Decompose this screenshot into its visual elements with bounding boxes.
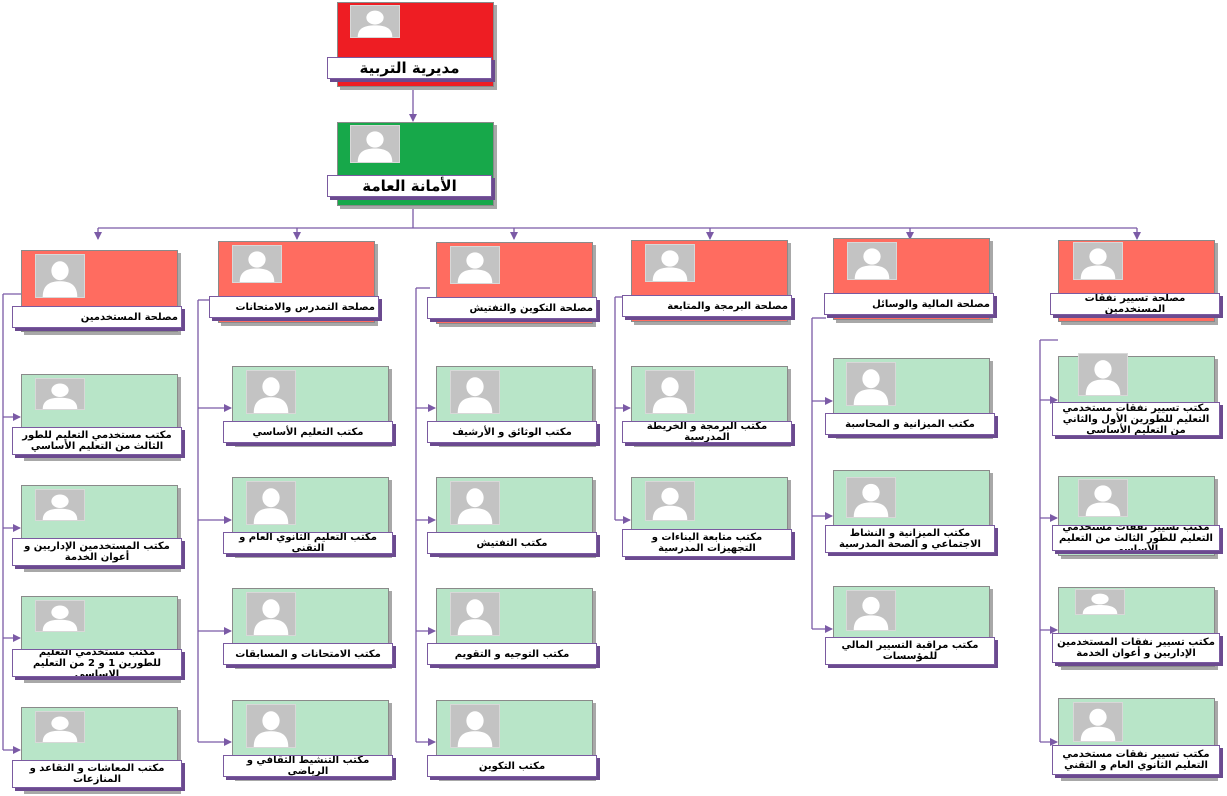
person-silhouette-icon bbox=[35, 254, 85, 298]
person-silhouette-icon bbox=[35, 711, 85, 743]
office-node[interactable]: مكتب تسيير نفقات المستخدمين الإداريين و … bbox=[1052, 587, 1220, 667]
person-silhouette-icon bbox=[450, 704, 500, 748]
office-node[interactable]: مكتب مستخدمي التعليم للطورين 1 و 2 من ال… bbox=[12, 596, 182, 680]
node-label: مكتب التعليم الأساسي bbox=[223, 421, 393, 443]
person-silhouette-icon bbox=[350, 125, 400, 163]
org-node-directorate[interactable]: مديرية التربية bbox=[327, 2, 494, 87]
person-silhouette-icon bbox=[232, 245, 282, 283]
department-node[interactable]: مصلحة المالية والوسائل bbox=[824, 238, 994, 320]
node-label: مكتب مستخدمي التعليم للطور الثالث من الت… bbox=[12, 427, 182, 455]
office-node[interactable]: مكتب تسيير نفقات مستخدمي التعليم للطور ا… bbox=[1052, 476, 1220, 556]
person-silhouette-icon bbox=[645, 481, 695, 521]
department-node[interactable]: مصلحة التمدرس والامتحانات bbox=[209, 241, 379, 323]
node-label: مكتب التفتيش bbox=[427, 532, 597, 554]
person-silhouette-icon bbox=[645, 370, 695, 414]
office-node[interactable]: مكتب مستخدمي التعليم للطور الثالث من الت… bbox=[12, 374, 182, 458]
office-node[interactable]: مكتب مراقبة التسيير المالي للمؤسسات bbox=[825, 586, 995, 665]
node-label: مكتب مراقبة التسيير المالي للمؤسسات bbox=[825, 637, 995, 665]
person-silhouette-icon bbox=[846, 362, 896, 406]
office-node[interactable]: مكتب المعاشات و التقاعد و المنازعات bbox=[12, 707, 182, 791]
node-label: مكتب التكوين bbox=[427, 755, 597, 777]
office-node[interactable]: مكتب التكوين bbox=[427, 700, 597, 778]
person-silhouette-icon bbox=[35, 378, 85, 410]
office-node[interactable]: مكتب المستخدمين الإداريين و أعوان الخدمة bbox=[12, 485, 182, 569]
node-label: مصلحة المستخدمين bbox=[12, 306, 182, 328]
node-label: مكتب مستخدمي التعليم للطورين 1 و 2 من ال… bbox=[12, 649, 182, 677]
node-label: مكتب المعاشات و التقاعد و المنازعات bbox=[12, 760, 182, 788]
node-label: مديرية التربية bbox=[327, 57, 492, 79]
office-node[interactable]: مكتب تسيير نفقات مستخدمي التعليم الثانوي… bbox=[1052, 698, 1220, 778]
department-node[interactable]: مصلحة البرمجة والمتابعة bbox=[622, 240, 792, 322]
person-silhouette-icon bbox=[1073, 242, 1123, 280]
person-silhouette-icon bbox=[450, 246, 500, 284]
person-silhouette-icon bbox=[246, 592, 296, 636]
office-node[interactable]: مكتب الميزانية و المحاسبة bbox=[825, 358, 995, 436]
person-silhouette-icon bbox=[1078, 479, 1128, 517]
node-label: مكتب تسيير نفقات المستخدمين الإداريين و … bbox=[1052, 633, 1220, 663]
node-label: مكتب تسيير نفقات مستخدمي التعليم الثانوي… bbox=[1052, 745, 1220, 775]
office-node[interactable]: مكتب الامتحانات و المسابقات bbox=[223, 588, 393, 666]
person-silhouette-icon bbox=[846, 590, 896, 631]
node-label: مصلحة تسيير نفقات المستخدمين bbox=[1050, 293, 1220, 315]
node-label: مكتب التنشيط الثقافي و الرياضي bbox=[223, 755, 393, 777]
person-silhouette-icon bbox=[1073, 702, 1123, 742]
office-node[interactable]: مكتب تسيير نفقات مستخدمي التعليم للطورين… bbox=[1052, 353, 1220, 436]
person-silhouette-icon bbox=[246, 704, 296, 748]
node-label: مكتب الامتحانات و المسابقات bbox=[223, 643, 393, 665]
node-label: مصلحة المالية والوسائل bbox=[824, 293, 994, 315]
person-silhouette-icon bbox=[450, 370, 500, 414]
office-node[interactable]: مكتب البرمجة و الخريطة المدرسية bbox=[622, 366, 792, 444]
department-node[interactable]: مصلحة التكوين والتفتيش bbox=[427, 242, 597, 324]
office-node[interactable]: مكتب التنشيط الثقافي و الرياضي bbox=[223, 700, 393, 778]
person-silhouette-icon bbox=[350, 5, 400, 38]
person-silhouette-icon bbox=[847, 242, 897, 280]
person-silhouette-icon bbox=[846, 477, 896, 518]
person-silhouette-icon bbox=[246, 481, 296, 525]
office-node[interactable]: مكتب الميزانية و النشاط الاجتماعي و الصح… bbox=[825, 470, 995, 553]
office-node[interactable]: مكتب التفتيش bbox=[427, 477, 597, 555]
person-silhouette-icon bbox=[1075, 589, 1125, 615]
person-silhouette-icon bbox=[35, 489, 85, 521]
person-silhouette-icon bbox=[450, 481, 500, 525]
office-node[interactable]: مكتب الوثائق و الأرشيف bbox=[427, 366, 597, 444]
person-silhouette-icon bbox=[450, 592, 500, 636]
person-silhouette-icon bbox=[246, 370, 296, 414]
node-label: مكتب التعليم الثانوي العام و التقني bbox=[223, 532, 393, 554]
department-node[interactable]: مصلحة تسيير نفقات المستخدمين bbox=[1050, 240, 1220, 322]
person-silhouette-icon bbox=[35, 600, 85, 632]
node-label: مكتب البرمجة و الخريطة المدرسية bbox=[622, 421, 792, 443]
office-node[interactable]: مكتب التعليم الثانوي العام و التقني bbox=[223, 477, 393, 555]
node-label: الأمانة العامة bbox=[327, 175, 492, 197]
node-label: مكتب تسيير نفقات مستخدمي التعليم للطور ا… bbox=[1052, 525, 1220, 551]
node-label: مكتب الميزانية و المحاسبة bbox=[825, 413, 995, 435]
node-label: مكتب تسيير نفقات مستخدمي التعليم للطورين… bbox=[1052, 402, 1220, 436]
node-label: مصلحة التمدرس والامتحانات bbox=[209, 296, 379, 318]
node-label: مكتب التوجيه و التقويم bbox=[427, 643, 597, 665]
person-silhouette-icon bbox=[645, 244, 695, 282]
node-label: مكتب الميزانية و النشاط الاجتماعي و الصح… bbox=[825, 525, 995, 553]
person-silhouette-icon bbox=[1078, 353, 1128, 396]
org-node-secretariat[interactable]: الأمانة العامة bbox=[327, 122, 494, 206]
node-label: مصلحة البرمجة والمتابعة bbox=[622, 295, 792, 317]
department-node[interactable]: مصلحة المستخدمين bbox=[12, 250, 182, 332]
office-node[interactable]: مكتب التعليم الأساسي bbox=[223, 366, 393, 444]
office-node[interactable]: مكتب التوجيه و التقويم bbox=[427, 588, 597, 666]
node-label: مكتب متابعة البناءات و التجهيزات المدرسي… bbox=[622, 529, 792, 557]
node-label: مكتب الوثائق و الأرشيف bbox=[427, 421, 597, 443]
node-label: مكتب المستخدمين الإداريين و أعوان الخدمة bbox=[12, 538, 182, 566]
office-node[interactable]: مكتب متابعة البناءات و التجهيزات المدرسي… bbox=[622, 477, 792, 557]
node-label: مصلحة التكوين والتفتيش bbox=[427, 297, 597, 319]
